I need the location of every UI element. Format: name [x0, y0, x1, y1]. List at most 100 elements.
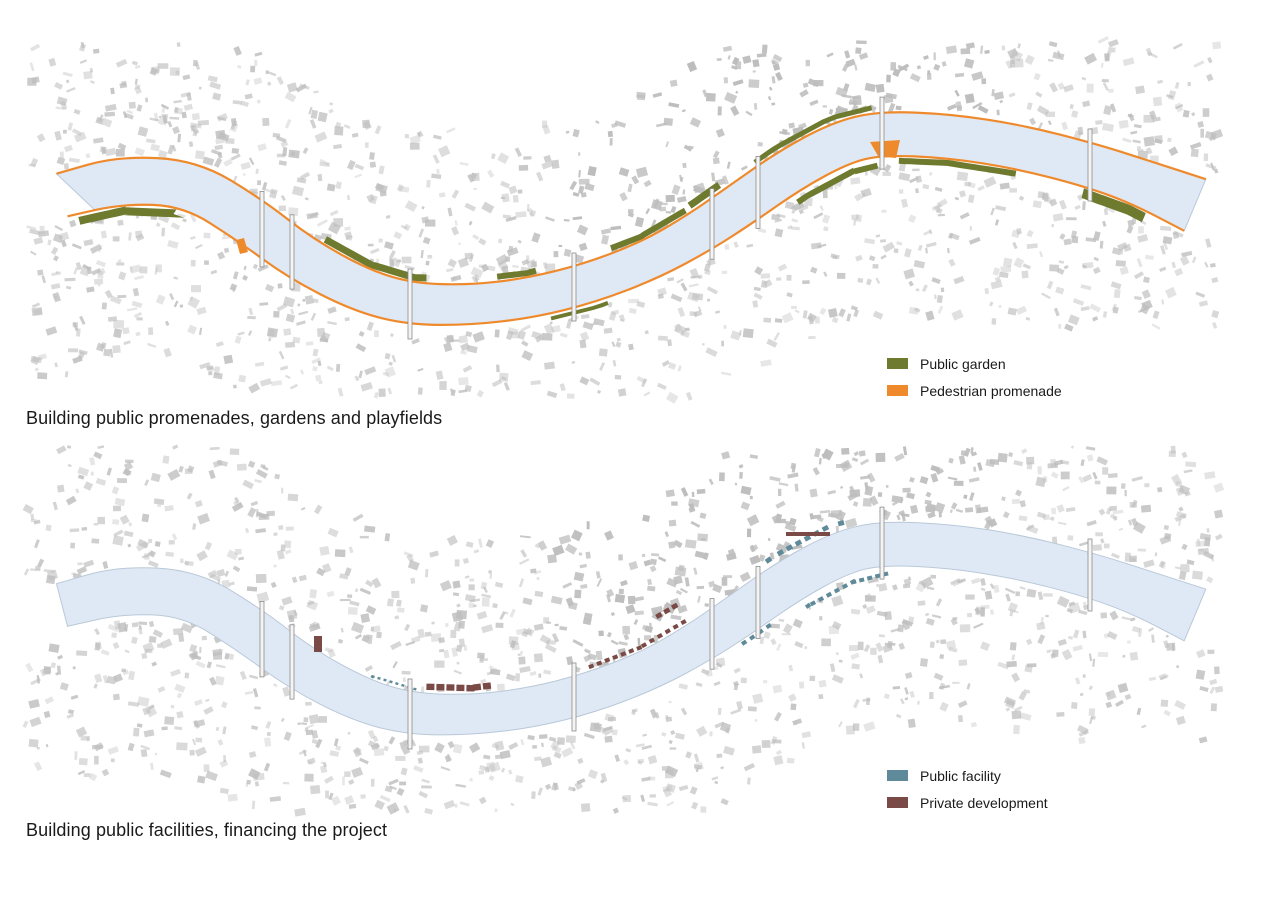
public-facility-area	[841, 583, 849, 590]
bridge	[1087, 538, 1093, 612]
public-facility-area	[389, 680, 393, 684]
public-garden-area	[78, 206, 185, 225]
bridge	[571, 252, 577, 322]
private-development-area	[426, 683, 435, 691]
map-caption-top: Building public promenades, gardens and …	[26, 408, 443, 428]
bridge	[571, 662, 577, 732]
public-garden-swatch	[887, 358, 908, 369]
public-facility-area	[825, 591, 833, 598]
map-panel-top: Public garden Pedestrian promenade Build…	[0, 0, 1287, 440]
public-facility-area	[858, 577, 865, 583]
bridge	[709, 188, 715, 260]
private-development-area	[604, 657, 611, 663]
private-development-areas	[314, 532, 830, 692]
building-blocks	[22, 444, 1225, 817]
public-facility-area	[803, 534, 812, 542]
public-facility-area	[785, 544, 794, 552]
private-development-area	[648, 637, 656, 644]
bridge	[1087, 128, 1093, 202]
private-development-area	[482, 682, 492, 690]
private-development-area	[672, 623, 679, 630]
river-map-facilities	[22, 444, 1225, 817]
public-facility-area	[850, 579, 857, 585]
public-facility-area	[821, 524, 830, 532]
private-development-area	[466, 684, 475, 692]
legend-item-public-garden: Public garden	[887, 350, 1062, 377]
legend-label: Public facility	[920, 767, 1001, 784]
public-facility-area	[833, 587, 841, 594]
private-development-area	[628, 648, 635, 654]
private-development-area	[620, 651, 627, 657]
pedestrian-promenade-plaza	[236, 238, 248, 254]
public-facility-area	[401, 683, 405, 687]
public-facility-area	[817, 596, 825, 603]
public-facility-area	[764, 556, 773, 564]
bridge	[289, 624, 295, 700]
public-facility-area	[837, 520, 845, 527]
public-facility-area	[794, 539, 803, 547]
public-facility-area	[395, 682, 399, 686]
public-facility-area	[371, 674, 375, 679]
private-development-swatch	[887, 797, 908, 808]
bridge	[709, 598, 715, 670]
pedestrian-promenade-north	[56, 111, 1207, 286]
private-development-area	[612, 654, 619, 660]
legend-item-pedestrian-promenade: Pedestrian promenade	[887, 377, 1062, 404]
legend-top: Public garden Pedestrian promenade	[887, 350, 1062, 404]
public-facility-area	[866, 575, 873, 581]
public-garden-area	[796, 162, 879, 205]
private-development-area	[670, 602, 679, 610]
pedestrian-promenade-swatch	[887, 385, 908, 396]
legend-item-public-facility: Public facility	[887, 762, 1048, 789]
private-development-area	[655, 611, 663, 620]
public-garden-area	[1081, 188, 1146, 223]
legend-item-private-development: Private development	[887, 789, 1048, 816]
private-development-area	[588, 663, 595, 670]
private-development-area	[596, 660, 603, 666]
private-development-area	[446, 684, 455, 691]
public-facility-area	[377, 676, 381, 680]
private-development-area	[640, 642, 648, 649]
river	[55, 521, 1207, 736]
public-facility-area	[740, 639, 748, 646]
public-facility-area	[809, 600, 817, 607]
map-panel-bottom: Public facility Private development Buil…	[0, 440, 1287, 900]
river-map-promenades	[26, 36, 1224, 404]
private-development-area	[636, 645, 643, 651]
building-blocks	[26, 36, 1224, 404]
public-facility-area	[749, 634, 756, 641]
bridge	[259, 600, 265, 678]
map-caption-bottom: Building public facilities, financing th…	[26, 820, 388, 840]
bridge	[407, 268, 413, 340]
bridges	[259, 96, 1093, 340]
public-facility-swatch	[887, 770, 908, 781]
legend-label: Pedestrian promenade	[920, 382, 1062, 399]
legend-label: Private development	[920, 794, 1048, 811]
public-garden-area	[550, 301, 609, 321]
public-facility-area	[413, 687, 417, 691]
bridge	[407, 678, 413, 750]
public-garden-area	[753, 105, 873, 165]
private-development-area	[472, 683, 482, 691]
bridge	[289, 214, 295, 290]
public-facility-area	[804, 602, 812, 609]
public-garden-area	[323, 236, 427, 282]
private-development-area	[436, 683, 445, 691]
private-development-area	[663, 607, 671, 615]
river	[55, 111, 1207, 326]
private-development-area	[656, 632, 664, 639]
legend-label: Public garden	[920, 355, 1006, 372]
bridge	[755, 155, 761, 229]
private-development-area	[314, 636, 322, 652]
public-facility-area	[776, 549, 785, 557]
bridge	[879, 96, 885, 170]
public-facility-area	[383, 678, 387, 682]
public-garden-area	[898, 157, 1017, 177]
pedestrian-promenade-south	[67, 154, 1185, 327]
private-development-area	[786, 532, 830, 536]
pedestrian-promenades	[56, 111, 1207, 327]
bridge	[879, 506, 885, 580]
public-garden-area	[610, 207, 687, 251]
bridges	[259, 506, 1093, 750]
public-garden-area	[496, 267, 537, 280]
